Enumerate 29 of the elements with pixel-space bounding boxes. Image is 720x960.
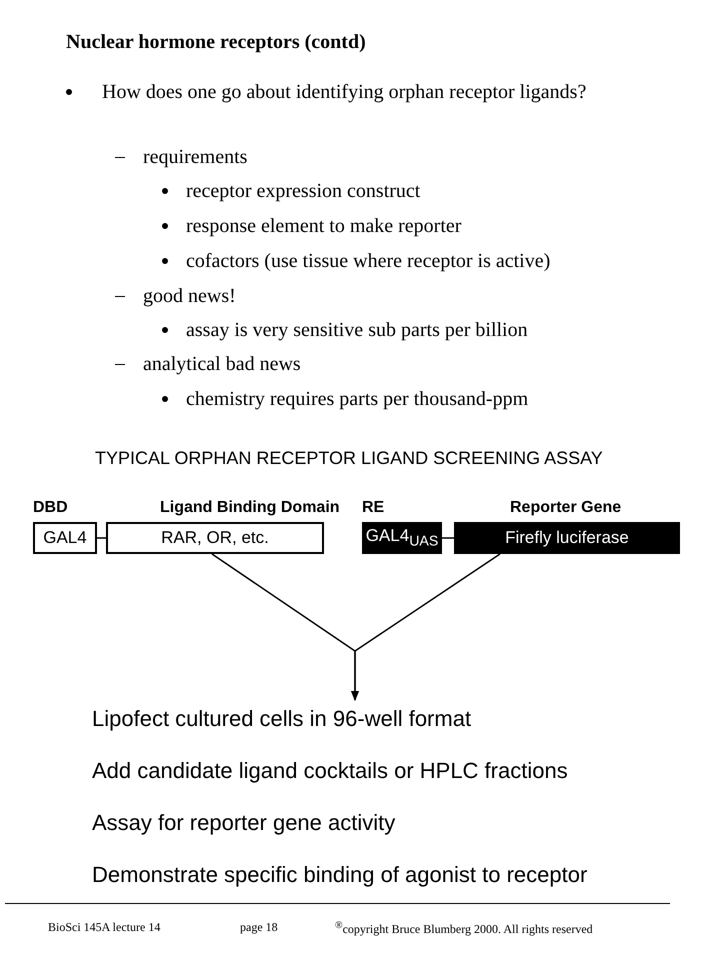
footer-text: $^{®}$copyright Bruce Blumberg 2000. All rights reserved bbox=[335, 920, 593, 937]
construct-box: Firefly luciferase bbox=[454, 522, 680, 554]
domain-label: Ligand Binding Domain bbox=[160, 499, 340, 517]
step-text: Add candidate ligand cocktails or HPLC fractions bbox=[92, 758, 568, 784]
footer-text: BioSci 145A lecture 14 bbox=[48, 920, 160, 935]
bullet-text: cofactors (use tissue where receptor is active) bbox=[186, 249, 552, 273]
bullet-text: requirements bbox=[143, 145, 248, 169]
connector-line bbox=[97, 537, 106, 539]
step-text: Assay for reporter gene activity bbox=[92, 810, 396, 836]
bullet-text: How does one go about identifying orphan receptor ligands? bbox=[102, 80, 588, 104]
construct-box: RAR, OR, etc. bbox=[106, 522, 324, 554]
connector-line bbox=[442, 537, 454, 539]
slide-title: Nuclear hormone receptors (contd) bbox=[66, 30, 366, 54]
bullet-text: chemistry requires parts per thousand-ppm bbox=[186, 387, 530, 411]
step-text: Demonstrate specific binding of agonist to receptor bbox=[92, 862, 588, 888]
bullet-text: assay is very sensitive sub parts per billion bbox=[186, 318, 529, 342]
footer-text: page 18 bbox=[240, 920, 278, 935]
domain-label: RE bbox=[362, 499, 384, 517]
domain-label: DBD bbox=[33, 499, 68, 517]
construct-box: GAL4$_{UAS}$ bbox=[362, 522, 442, 554]
bullet-text: good news! bbox=[143, 284, 237, 308]
bullet-text: response element to make reporter bbox=[186, 214, 462, 238]
step-text: Lipofect cultured cells in 96-well format bbox=[92, 706, 472, 732]
bullet-text: receptor expression construct bbox=[186, 179, 422, 203]
arrow bbox=[351, 553, 500, 701]
assay-label: TYPICAL ORPHAN RECEPTOR LIGAND SCREENING ASSAY bbox=[95, 448, 603, 469]
bullet-text: analytical bad news bbox=[143, 352, 302, 376]
domain-label: Reporter Gene bbox=[510, 499, 622, 517]
construct-box: GAL4 bbox=[33, 522, 97, 554]
